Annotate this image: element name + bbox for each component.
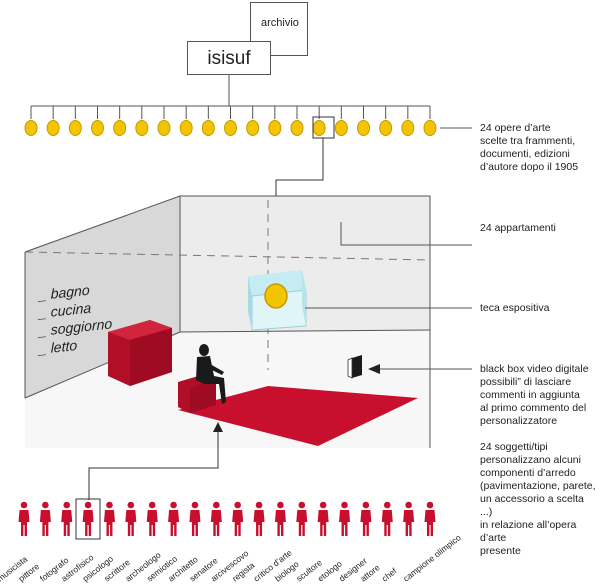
black-box-icon xyxy=(347,355,362,379)
person-figure xyxy=(61,501,73,536)
person-figure xyxy=(339,501,351,536)
red-carpet xyxy=(178,386,418,446)
person-figure xyxy=(381,501,393,536)
selected-person-frame xyxy=(75,498,101,540)
person-figure xyxy=(103,501,115,536)
person-figure xyxy=(253,501,265,536)
works-row xyxy=(24,120,437,136)
person-to-room-line xyxy=(88,426,219,500)
artwork-coin xyxy=(290,120,304,136)
wall-room-list: _ bagno _ cucina _ soggiorno _ letto xyxy=(39,282,112,358)
person-figure xyxy=(82,501,94,536)
person-figure xyxy=(360,501,372,536)
artwork-coin xyxy=(157,120,171,136)
artwork-coin xyxy=(379,120,393,136)
artwork-coin xyxy=(423,120,437,136)
artwork-coin xyxy=(334,120,348,136)
person-figure xyxy=(274,501,286,536)
person-figure xyxy=(424,501,436,536)
artwork-coin xyxy=(312,120,326,136)
person-figure xyxy=(210,501,222,536)
person-figure xyxy=(403,501,415,536)
subjects-annotation: 24 soggetti/tipi personalizzano alcuni c… xyxy=(480,441,596,557)
artwork-coin xyxy=(357,120,370,136)
person-label: chef xyxy=(380,565,399,583)
display-case xyxy=(248,270,307,331)
artwork-coin xyxy=(179,120,193,136)
artwork-coin xyxy=(135,120,149,136)
artwork-coin xyxy=(268,120,282,136)
artwork-coin xyxy=(113,120,127,136)
artwork-coin xyxy=(201,120,215,136)
artwork-coin xyxy=(46,120,60,136)
person-figure xyxy=(168,501,180,536)
display-coin xyxy=(264,283,288,309)
coin-stems xyxy=(30,106,431,119)
person-figure xyxy=(317,501,329,536)
person-figure xyxy=(232,501,244,536)
artwork-coin xyxy=(24,120,38,136)
artwork-coin xyxy=(224,120,237,136)
person-figure xyxy=(296,501,308,536)
apartments-annotation: 24 appartamenti xyxy=(480,222,556,234)
person-figure xyxy=(189,501,201,536)
person-label: campione olimpico xyxy=(401,532,463,583)
dashed-guide-horizontal xyxy=(24,251,431,261)
artwork-coin xyxy=(246,120,260,136)
person-figure xyxy=(146,501,158,536)
people-labels: musicistapittorefotografoastrofisicopsic… xyxy=(0,532,463,583)
archive-label: archivio xyxy=(261,17,299,29)
person-figure xyxy=(125,501,137,536)
person-to-room-arrow xyxy=(213,422,223,432)
isisuf-label: isisuf xyxy=(207,48,251,69)
artwork-coin xyxy=(68,120,82,136)
people-row xyxy=(18,501,436,536)
works-annotation: 24 opere d’arte scelte tra frammenti, do… xyxy=(480,122,579,173)
room-outline xyxy=(24,195,431,448)
person-figure xyxy=(18,501,30,536)
artwork-coin xyxy=(401,120,415,136)
blackbox-arrow xyxy=(368,364,380,374)
display-case-annotation: teca espositiva xyxy=(480,302,550,314)
apartments-leader xyxy=(340,222,472,246)
seated-figure xyxy=(196,344,226,404)
isisuf-box: isisuf xyxy=(187,41,271,75)
artwork-coin xyxy=(91,120,104,136)
black-box-annotation: black box video digitale possibili” di l… xyxy=(480,363,589,427)
back-wall xyxy=(180,196,430,332)
person-figure xyxy=(39,501,51,536)
